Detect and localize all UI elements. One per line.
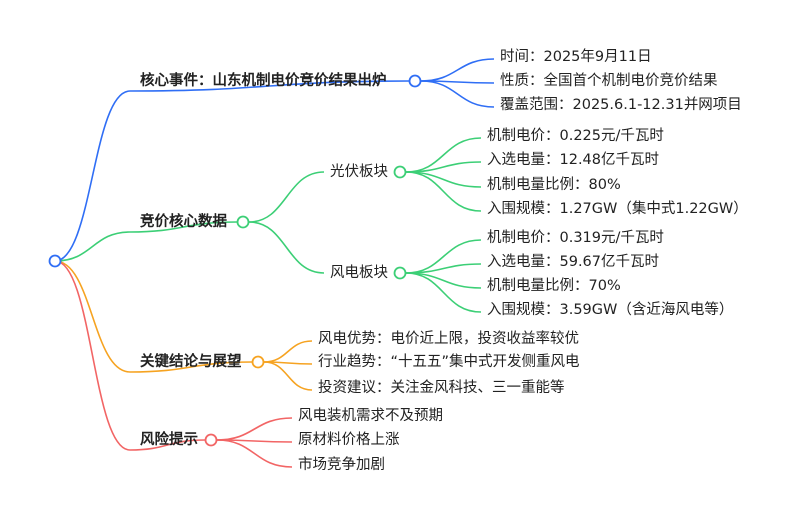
branch-connector [54,90,131,262]
leaf-label: 原材料价格上涨 [298,432,400,448]
leaf-label: 覆盖范围：2025.6.1-12.31并网项目 [500,97,742,113]
branch-connector [54,260,131,373]
leaf-label: 市场竞争加剧 [298,457,385,473]
leaf-connector [263,361,313,391]
branch-label: 核心事件：山东机制电价竞价结果出炉 [140,73,387,89]
leaf-label: 投资建议：关注金风科技、三一重能等 [318,380,565,396]
branch-toggle[interactable] [236,215,250,229]
leaf-label: 入选电量：59.67亿千瓦时 [487,254,660,270]
branch-toggle[interactable] [204,433,218,447]
leaf-connector [216,417,293,441]
group-label: 风电板块 [330,265,388,281]
leaf-label: 入围规模：1.27GW（集中式1.22GW） [487,201,748,217]
leaf-label: 入围规模：3.59GW（含近海风电等） [487,302,734,318]
branch-underline [129,439,206,451]
group-connector [248,171,325,223]
leaf-connector [420,58,495,82]
leaf-connector [405,272,482,289]
branch-connector [54,231,131,262]
group-label: 光伏板块 [330,164,388,180]
leaf-label: 机制电价：0.319元/千瓦时 [487,230,664,246]
leaf-label: 机制电价：0.225元/千瓦时 [487,128,664,144]
leaf-label: 风电优势：电价近上限，投资收益率较优 [318,331,579,347]
branch-underline [129,221,238,233]
group-connector [248,221,325,274]
leaf-connector [405,171,482,188]
leaf-label: 行业趋势：“十五五”集中式开发侧重风电 [318,354,580,370]
branch-underline [129,361,253,373]
root-node[interactable] [48,254,62,268]
leaf-connector [216,439,293,468]
leaf-label: 机制电量比例：70% [487,278,621,294]
leaf-connector [405,272,482,313]
branch-toggle[interactable] [251,355,265,369]
leaf-label: 风电装机需求不及预期 [298,408,443,424]
branch-underline [129,80,410,92]
branch-label: 关键结论与展望 [140,354,242,370]
group-toggle[interactable] [393,165,407,179]
group-toggle[interactable] [393,266,407,280]
leaf-label: 入选电量：12.48亿千瓦时 [487,152,660,168]
leaf-connector [263,340,313,363]
branch-label: 风险提示 [140,432,198,448]
leaf-label: 性质：全国首个机制电价竞价结果 [500,73,718,89]
branch-connector [54,260,131,451]
leaf-label: 机制电量比例：80% [487,177,621,193]
leaf-label: 时间：2025年9月11日 [500,49,652,65]
leaf-connector [405,171,482,212]
branch-label: 竞价核心数据 [140,214,227,230]
branch-toggle[interactable] [408,74,422,88]
leaf-connector [420,80,495,108]
